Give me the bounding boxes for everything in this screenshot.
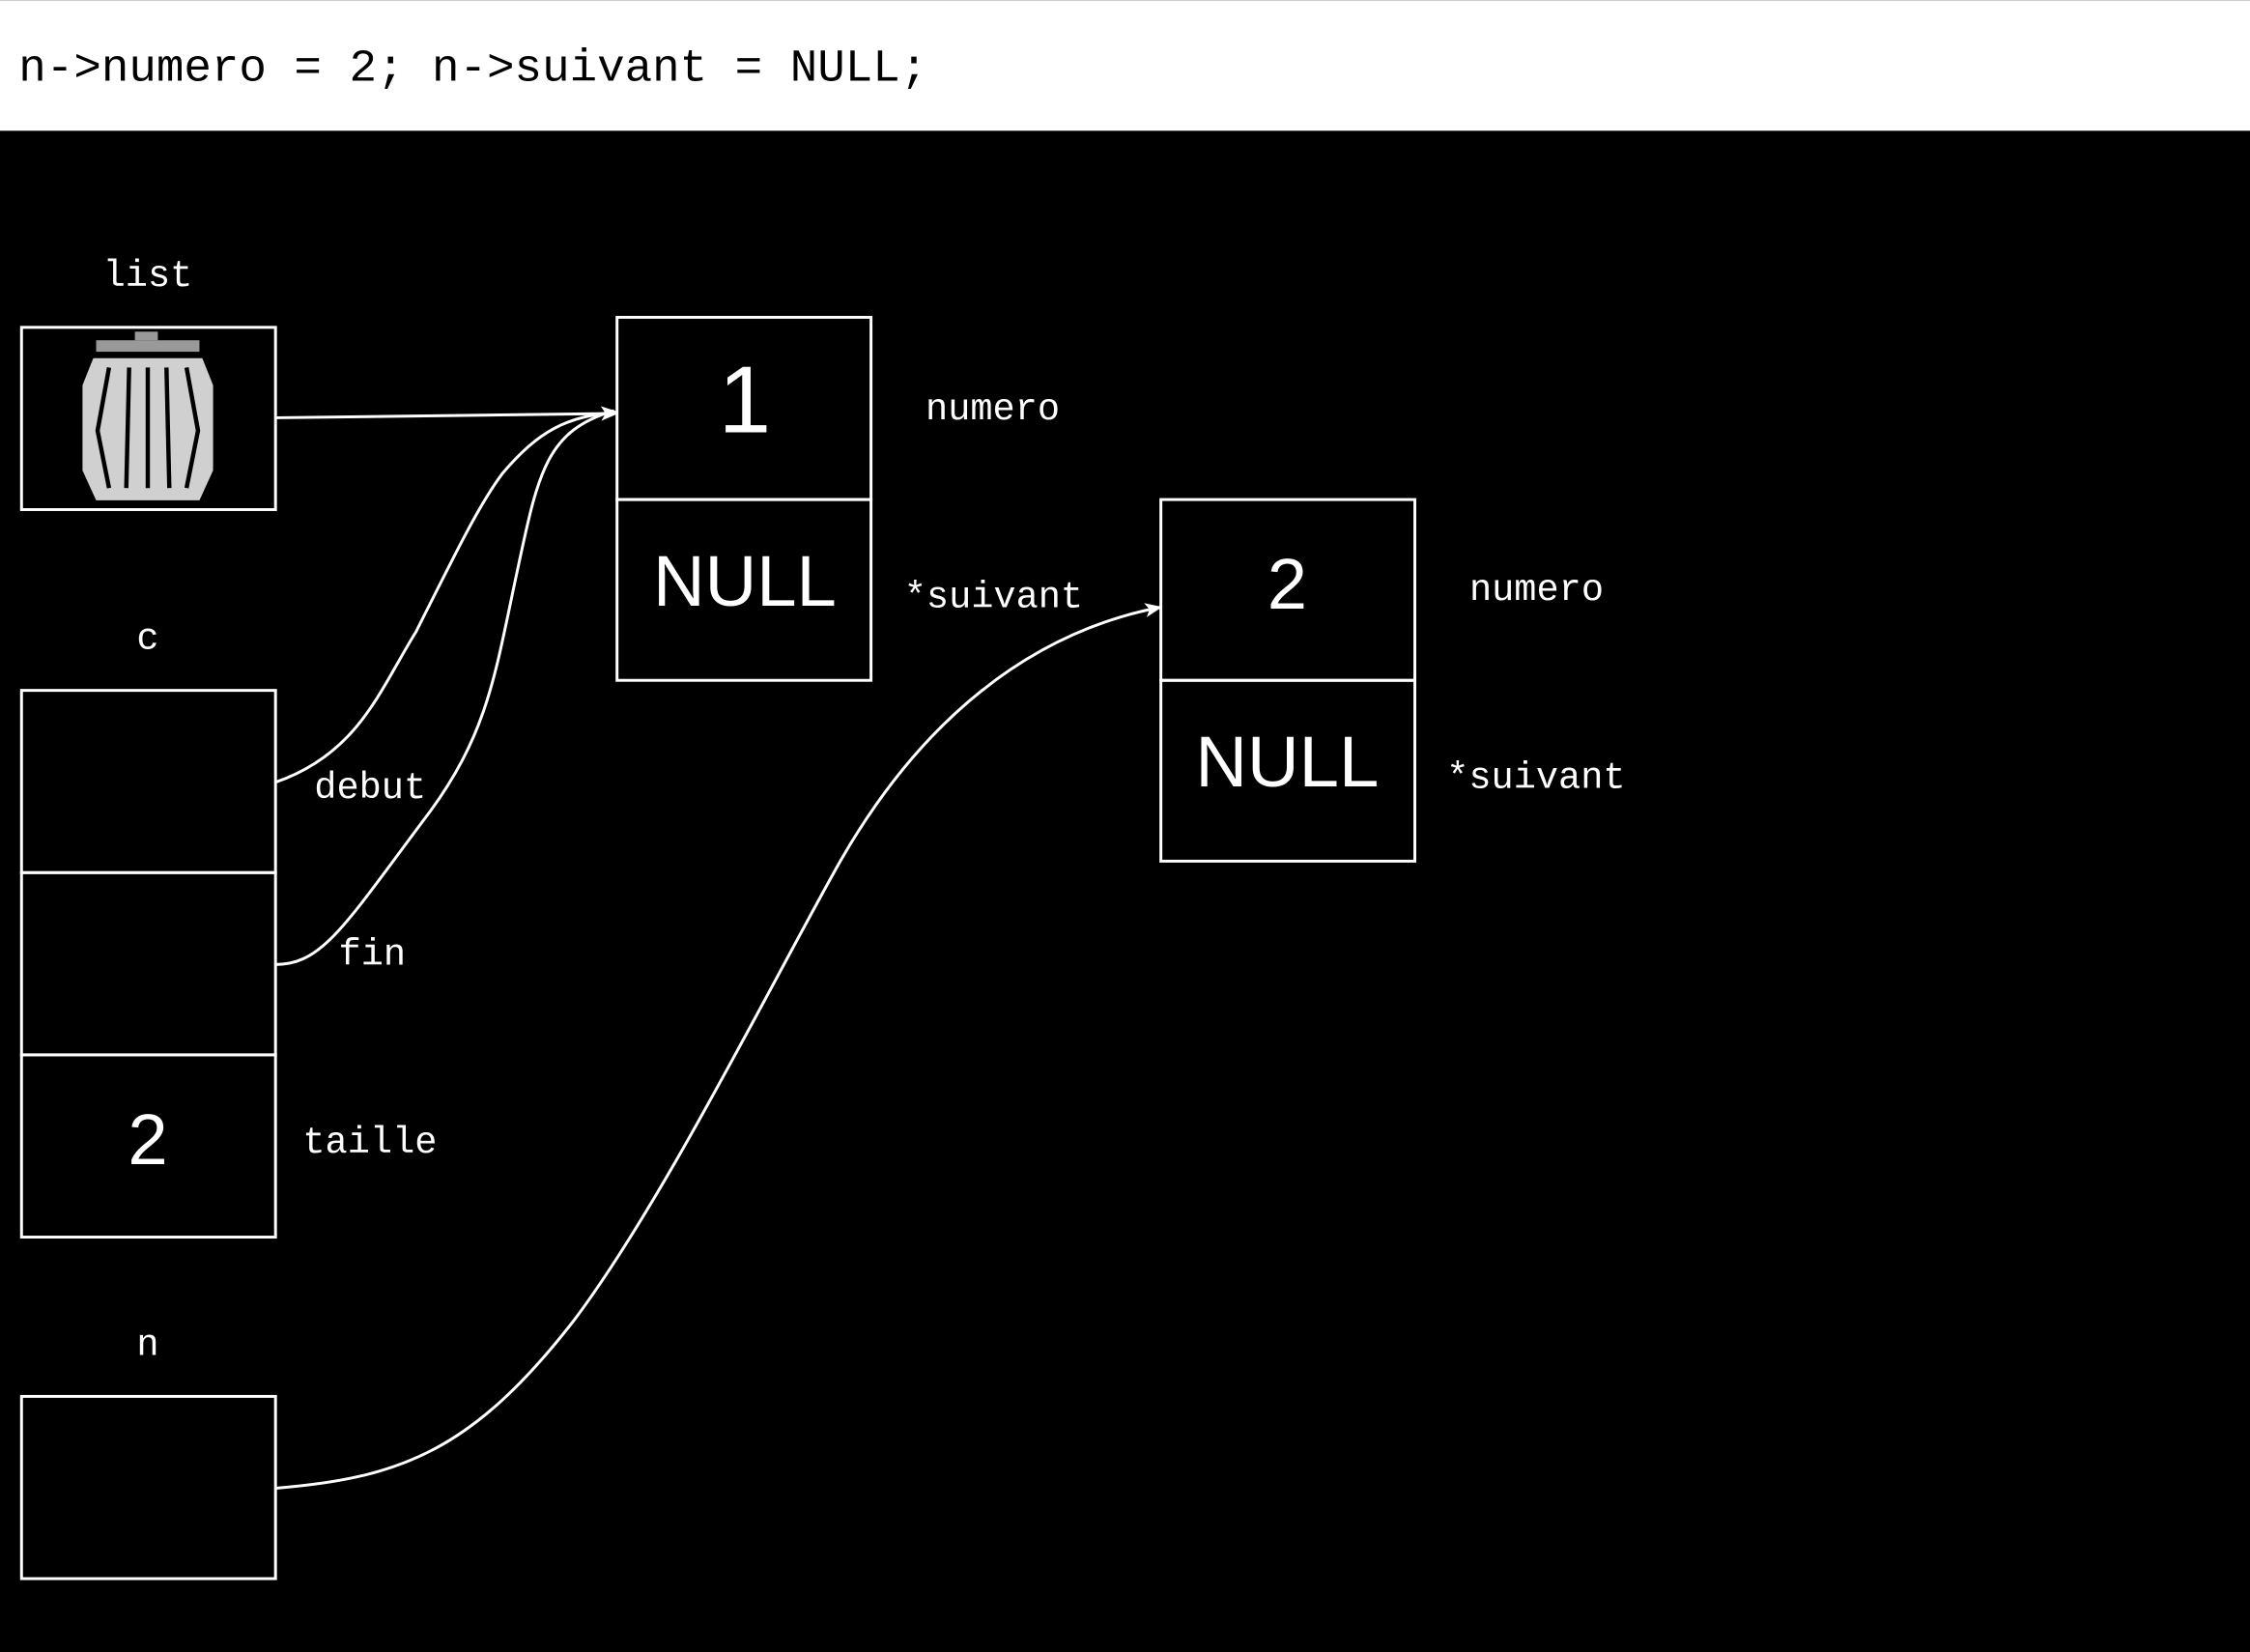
c-fin-box	[19, 870, 277, 1057]
fin-label: fin	[339, 933, 407, 976]
node-2-numero-label: numero	[1469, 569, 1604, 612]
node-2-suivant-box	[1159, 678, 1417, 863]
node-1-suivant: NULL	[653, 541, 837, 621]
c-taille-box	[19, 1053, 277, 1239]
debut-to-node-1-arrow	[274, 406, 619, 784]
node-1-numero-label: numero	[926, 388, 1060, 431]
c-taille-value: 2	[128, 1099, 167, 1180]
node-1-suivant-box	[615, 498, 873, 682]
c-debut-box	[19, 689, 277, 874]
code-header	[0, 0, 2250, 131]
list-box	[19, 326, 277, 511]
fin-to-node-1-arrow	[275, 409, 615, 966]
n-label: n	[136, 1324, 158, 1366]
node-1: 1 NULL numero *suivant	[615, 315, 1083, 682]
node-1-suivant-label: *suivant	[904, 576, 1083, 618]
node-1-numero: 1	[719, 346, 772, 452]
list-label: list	[103, 255, 193, 298]
code-line: n->numero = 2; n->suivant = NULL;	[18, 43, 927, 95]
c-label: c	[136, 618, 158, 661]
node-2: 2 NULL numero *suivant	[1159, 498, 1626, 863]
n-to-node-2-arrow	[275, 603, 1163, 1490]
debut-label: debut	[314, 767, 426, 810]
trash-icon	[77, 331, 218, 505]
node-2-suivant: NULL	[1195, 722, 1379, 802]
taille-label: taille	[302, 1122, 437, 1164]
list-to-node-1-arrow	[275, 406, 619, 421]
node-2-numero: 2	[1267, 544, 1307, 624]
n-box	[19, 1394, 277, 1581]
node-2-suivant-label: *suivant	[1446, 757, 1625, 800]
